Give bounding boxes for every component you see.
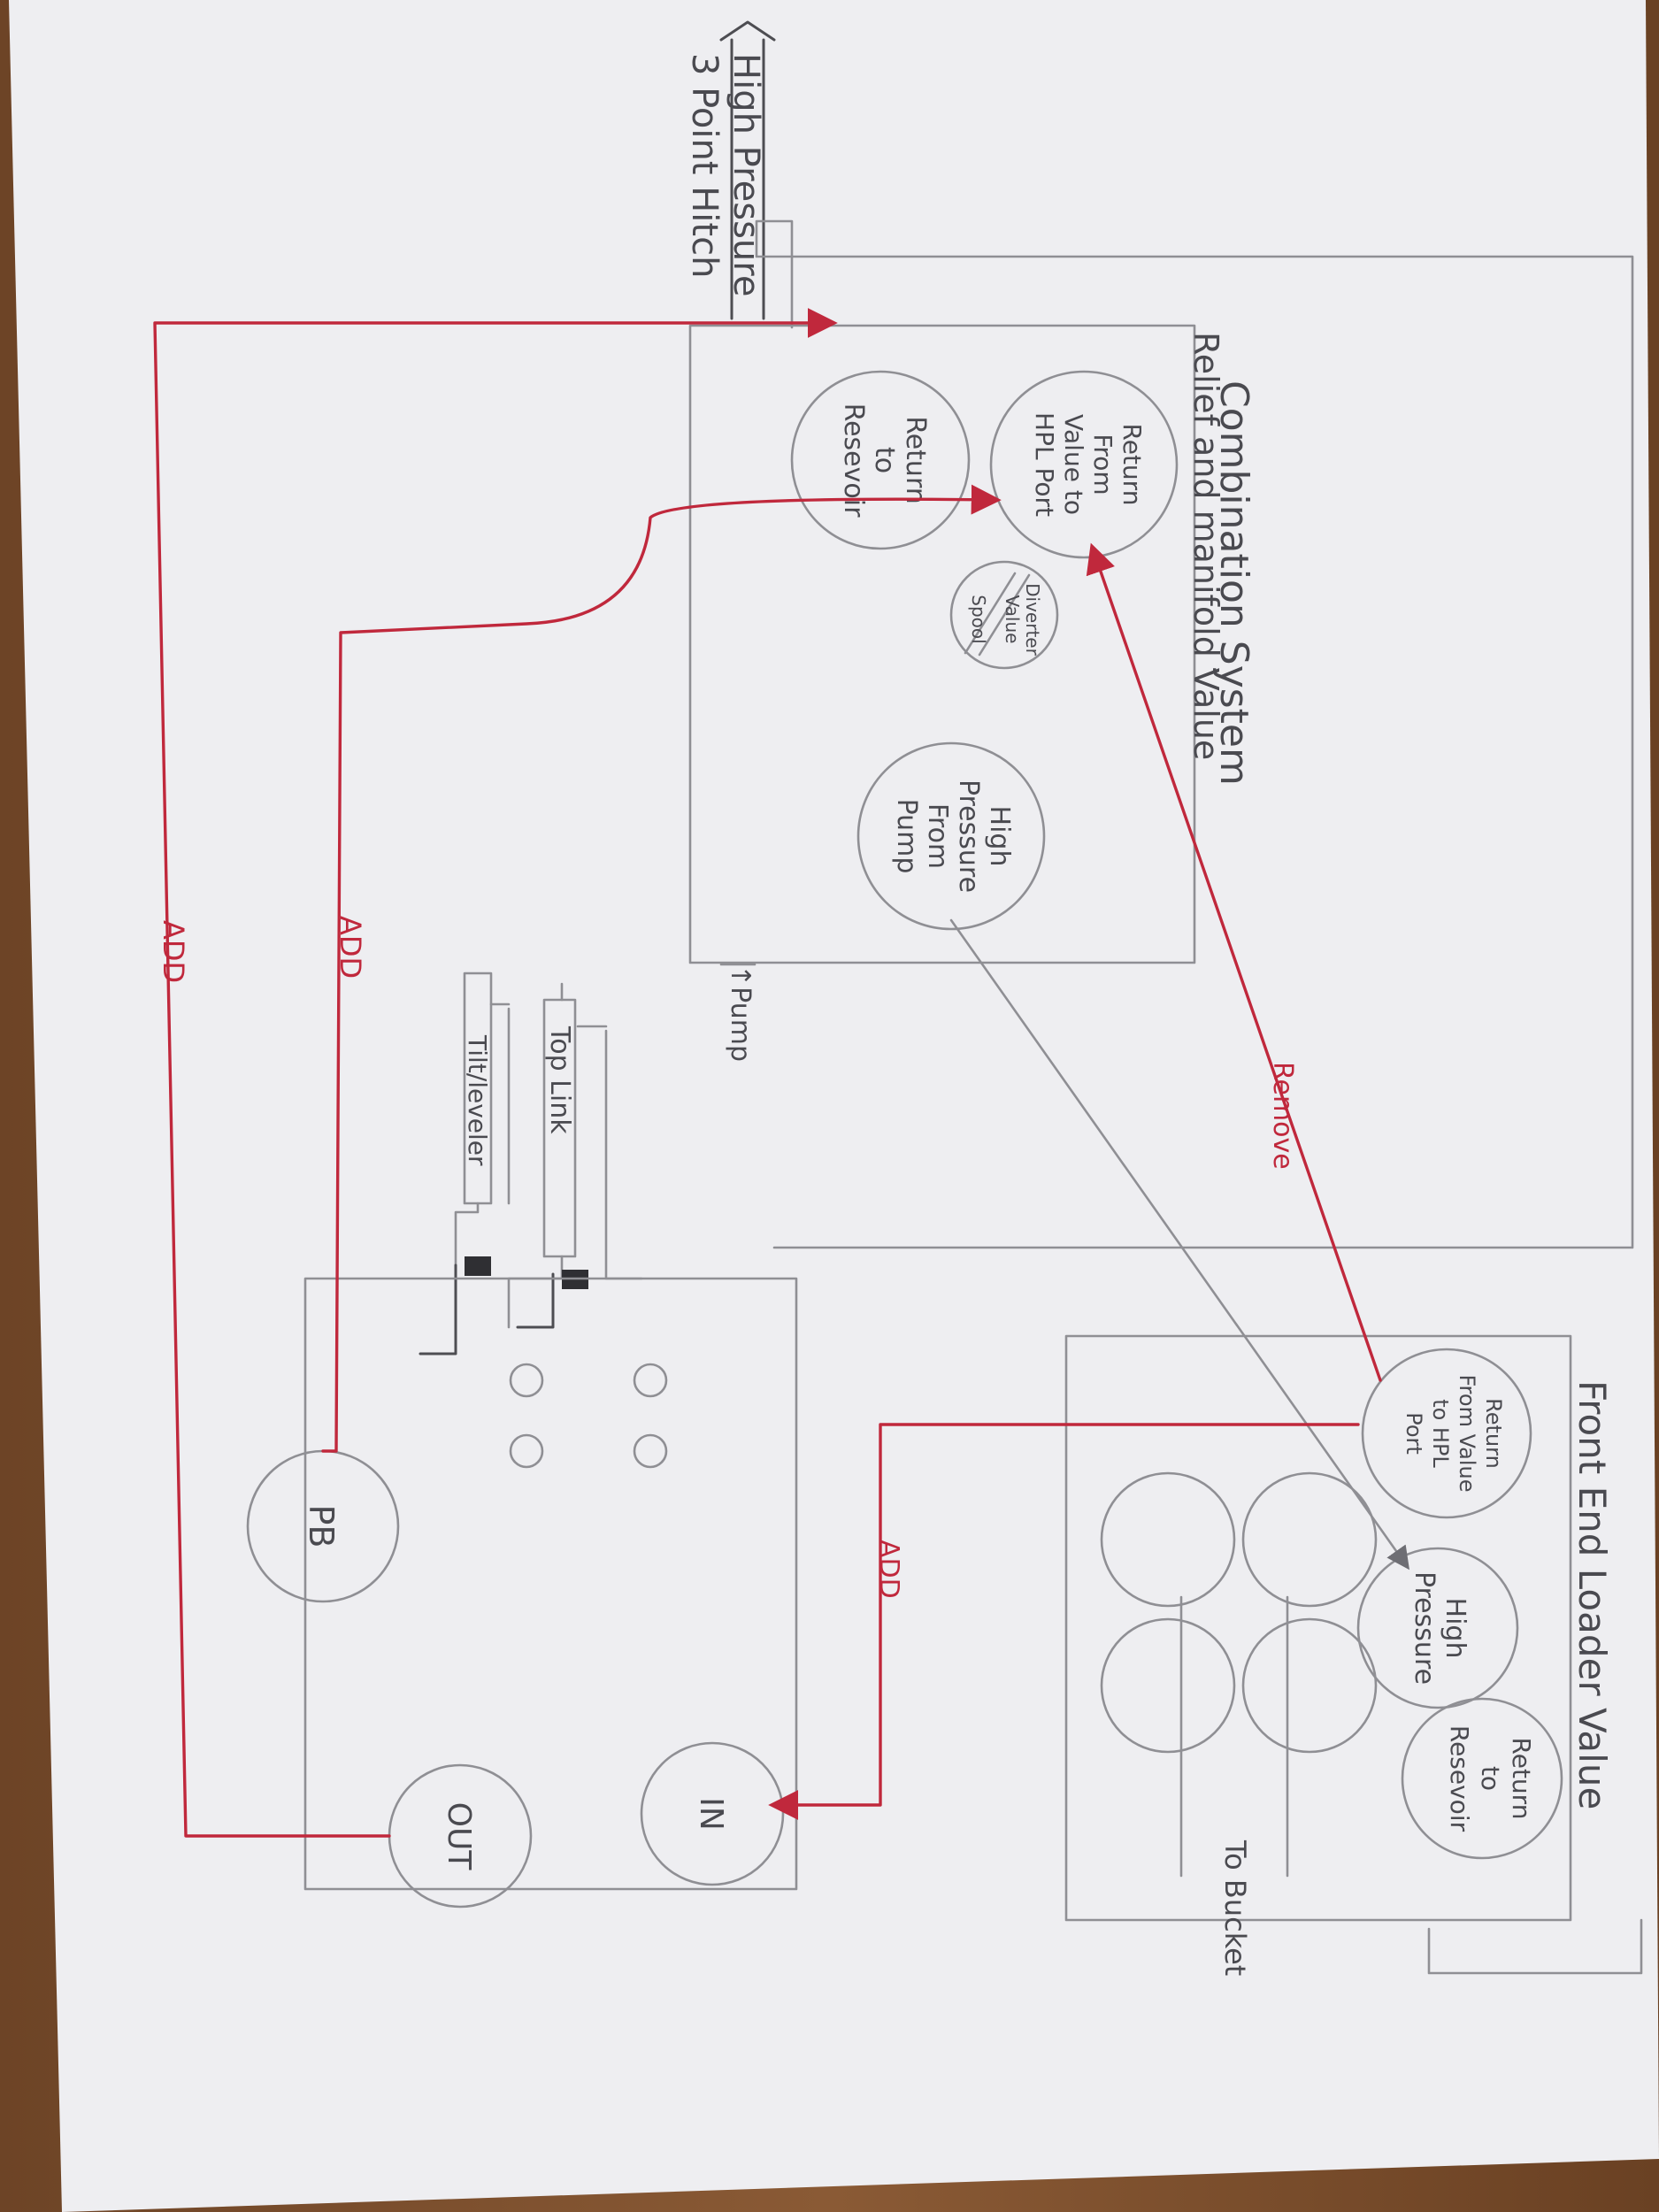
manifold-box	[688, 324, 1196, 964]
manifold-title-line1: Combination System	[1211, 380, 1256, 786]
loader-spool-circles	[1100, 1471, 1378, 1878]
pump-label: ↑Pump	[725, 964, 756, 1062]
pencil-line-pump-to-loader	[949, 918, 1409, 1571]
loader-rr-l3: Resevoir	[1445, 1725, 1474, 1832]
diverter-l2: Value	[1002, 595, 1023, 644]
pencil-loop-top	[755, 219, 1634, 1249]
port-return-hpl-l3: Value to	[1059, 414, 1088, 515]
pb-label: PB	[302, 1505, 341, 1548]
red-line-add-right	[768, 1423, 1360, 1820]
loader-return-hpl-l4: Port	[1402, 1412, 1426, 1455]
control-valve: PB OUT IN	[246, 1277, 798, 1909]
three-point-hitch-label: High Pressure 3 Point Hitch	[684, 20, 776, 320]
three-point-line1: High Pressure	[726, 53, 766, 296]
manifold-title-line2: Relief and manifold Value	[1187, 332, 1225, 760]
loader-port-high-pressure: High Pressure	[1356, 1547, 1519, 1709]
loader-valve: Front End Loader Value Return From Value…	[1064, 1334, 1643, 1976]
port-high-pressure-pump: High Pressure From Pump	[856, 741, 1046, 931]
port-return-hpl-l4: HPL Port	[1030, 412, 1059, 517]
port-return-reservoir-l1: Return	[900, 416, 931, 504]
loader-rr-l2: to	[1476, 1766, 1505, 1791]
three-point-line2: 3 Point Hitch	[684, 53, 725, 278]
cylinder-ports	[509, 1363, 668, 1469]
cylinder-fittings	[419, 1256, 588, 1356]
port-return-hpl: Return From Value to HPL Port	[989, 370, 1179, 559]
loader-return-line	[1427, 1918, 1643, 1975]
loader-hp-l2: Pressure	[1409, 1571, 1440, 1685]
red-line-remove	[1086, 542, 1382, 1382]
loader-port-return-hpl: Return From Value to HPL Port	[1361, 1348, 1532, 1519]
tilt-leveler-label: Tilt/leveler	[463, 1034, 492, 1166]
red-line-add-left	[153, 308, 838, 1838]
loader-rr-l1: Return	[1507, 1738, 1536, 1820]
top-link-label: Top Link	[544, 1025, 575, 1134]
port-hp-l1: High	[984, 806, 1015, 867]
port-return-hpl-l1: Return	[1118, 424, 1147, 506]
port-return-reservoir-l2: to	[869, 447, 900, 473]
diverter-valve-spool: Diverter Value Spool	[949, 560, 1059, 670]
loader-return-hpl-l3: to HPL	[1428, 1399, 1453, 1468]
top-link-cylinder: Top Link	[507, 982, 643, 1329]
paper-sheet	[9, 0, 1659, 2212]
pb-port: PB	[246, 1449, 400, 1603]
out-port: OUT	[388, 1763, 533, 1909]
loader-return-hpl-l1: Return	[1481, 1398, 1506, 1469]
port-hp-l4: Pump	[891, 799, 922, 874]
remove-label: Remove	[1267, 1062, 1298, 1170]
loader-hp-l1: High	[1440, 1598, 1471, 1659]
port-hp-l3: From	[922, 803, 953, 869]
to-bucket-label: To Bucket	[1218, 1839, 1252, 1976]
red-line-add-mid	[321, 484, 1002, 1453]
manifold-valve: Combination System Relief and manifold V…	[688, 324, 1256, 1062]
loader-port-return-reservoir: Return to Resevoir	[1401, 1697, 1563, 1860]
add-left-label: ADD	[157, 920, 190, 983]
add-mid-label: ADD	[334, 916, 367, 979]
loader-valve-box	[1064, 1334, 1572, 1922]
port-return-reservoir: Return to Resevoir	[790, 370, 971, 550]
diverter-l3: Spool	[968, 595, 989, 643]
port-hp-l2: Pressure	[953, 780, 984, 893]
add-right-label: ADD	[873, 1540, 904, 1599]
out-label: OUT	[441, 1802, 477, 1871]
control-valve-box	[303, 1277, 798, 1891]
tilt-leveler-cylinder: Tilt/leveler	[454, 972, 511, 1311]
diverter-l1: Diverter	[1022, 583, 1043, 656]
loader-return-hpl-l2: From Value	[1455, 1375, 1479, 1493]
port-return-hpl-l2: From	[1088, 434, 1118, 495]
in-label: IN	[693, 1797, 729, 1831]
loader-title: Front End Loader Value	[1571, 1380, 1614, 1809]
